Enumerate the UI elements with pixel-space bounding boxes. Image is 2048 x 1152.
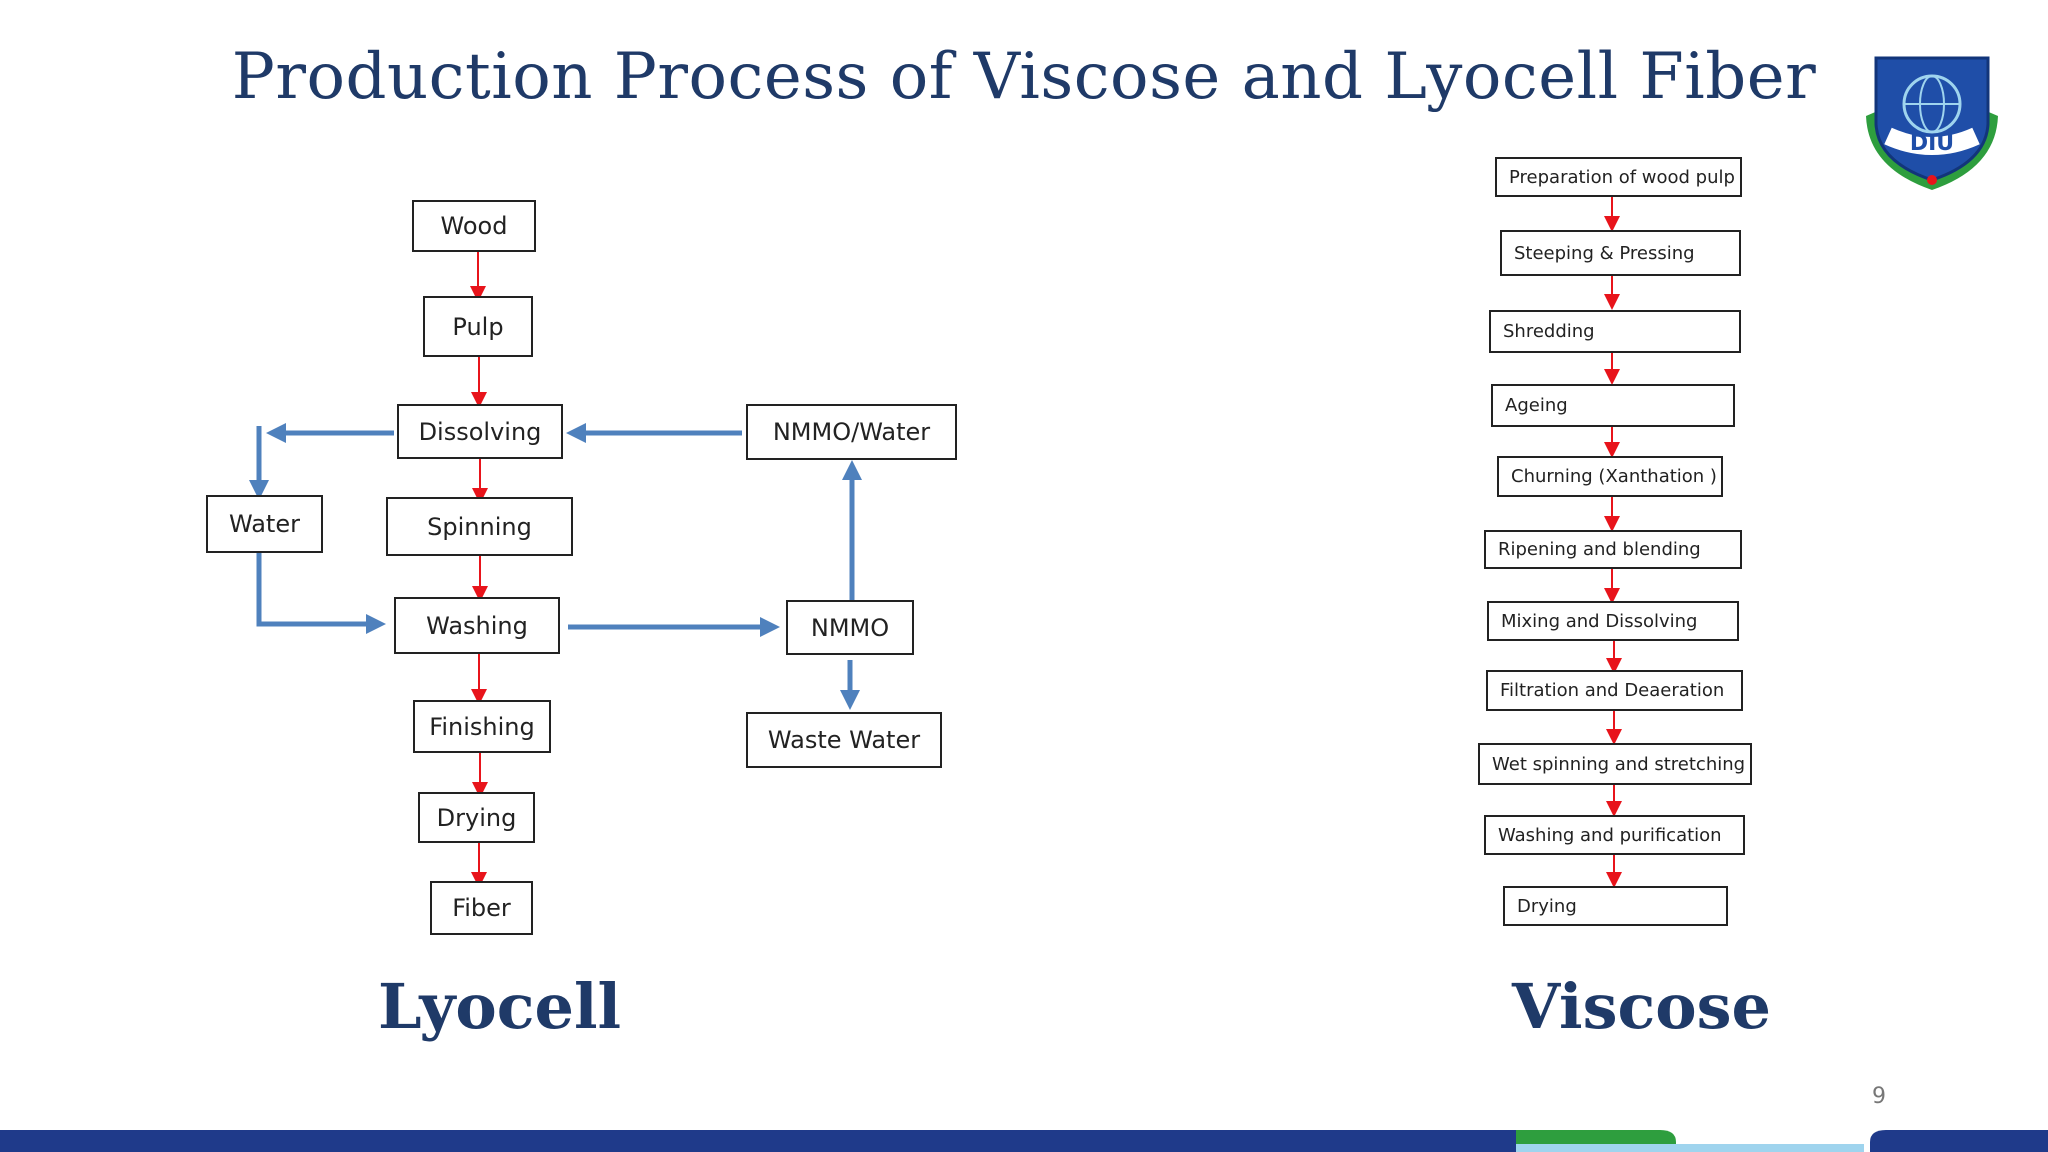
slide-title: Production Process of Viscose and Lyocel… [231,40,1817,114]
viscose-step-11: Drying [1503,886,1728,926]
lyocell-step-waste-water: Waste Water [746,712,942,768]
page-number: 9 [1872,1084,1886,1109]
viscose-step-7: Mixing and Dissolving [1487,601,1739,641]
diu-logo: DIU [1866,56,1998,190]
viscose-step-2: Steeping & Pressing [1500,230,1741,276]
viscose-step-10: Washing and purification [1484,815,1745,855]
viscose-step-9: Wet spinning and stretching [1478,743,1752,785]
lyocell-step-dissolving: Dissolving [397,404,563,459]
lyocell-step-fiber: Fiber [430,881,533,935]
lyocell-step-wood: Wood [412,200,536,252]
lyocell-caption: Lyocell [378,970,622,1043]
lyocell-step-nmmo: NMMO [786,600,914,655]
lyocell-red-arrows [470,250,488,888]
logo-text: DIU [1910,131,1954,156]
viscose-red-arrows [1604,197,1622,888]
lyocell-step-finishing: Finishing [413,700,551,753]
lyocell-step-water: Water [206,495,323,553]
viscose-step-1: Preparation of wood pulp [1495,157,1742,197]
lyocell-step-nmmo-water: NMMO/Water [746,404,957,460]
footer-bar [0,1130,2048,1152]
viscose-step-6: Ripening and blending [1484,530,1742,569]
lyocell-step-drying: Drying [418,792,535,843]
lyocell-step-washing: Washing [394,597,560,654]
viscose-caption: Viscose [1512,970,1771,1043]
lyocell-step-pulp: Pulp [423,296,533,357]
viscose-step-5: Churning (Xanthation ) [1497,456,1723,497]
viscose-step-3: Shredding [1489,310,1741,353]
lyocell-step-spinning: Spinning [386,497,573,556]
arrow-water-washing [256,553,386,634]
viscose-step-4: Ageing [1491,384,1735,427]
viscose-step-8: Filtration and Deaeration [1486,670,1743,711]
lyocell-blue-arrows [249,423,862,710]
